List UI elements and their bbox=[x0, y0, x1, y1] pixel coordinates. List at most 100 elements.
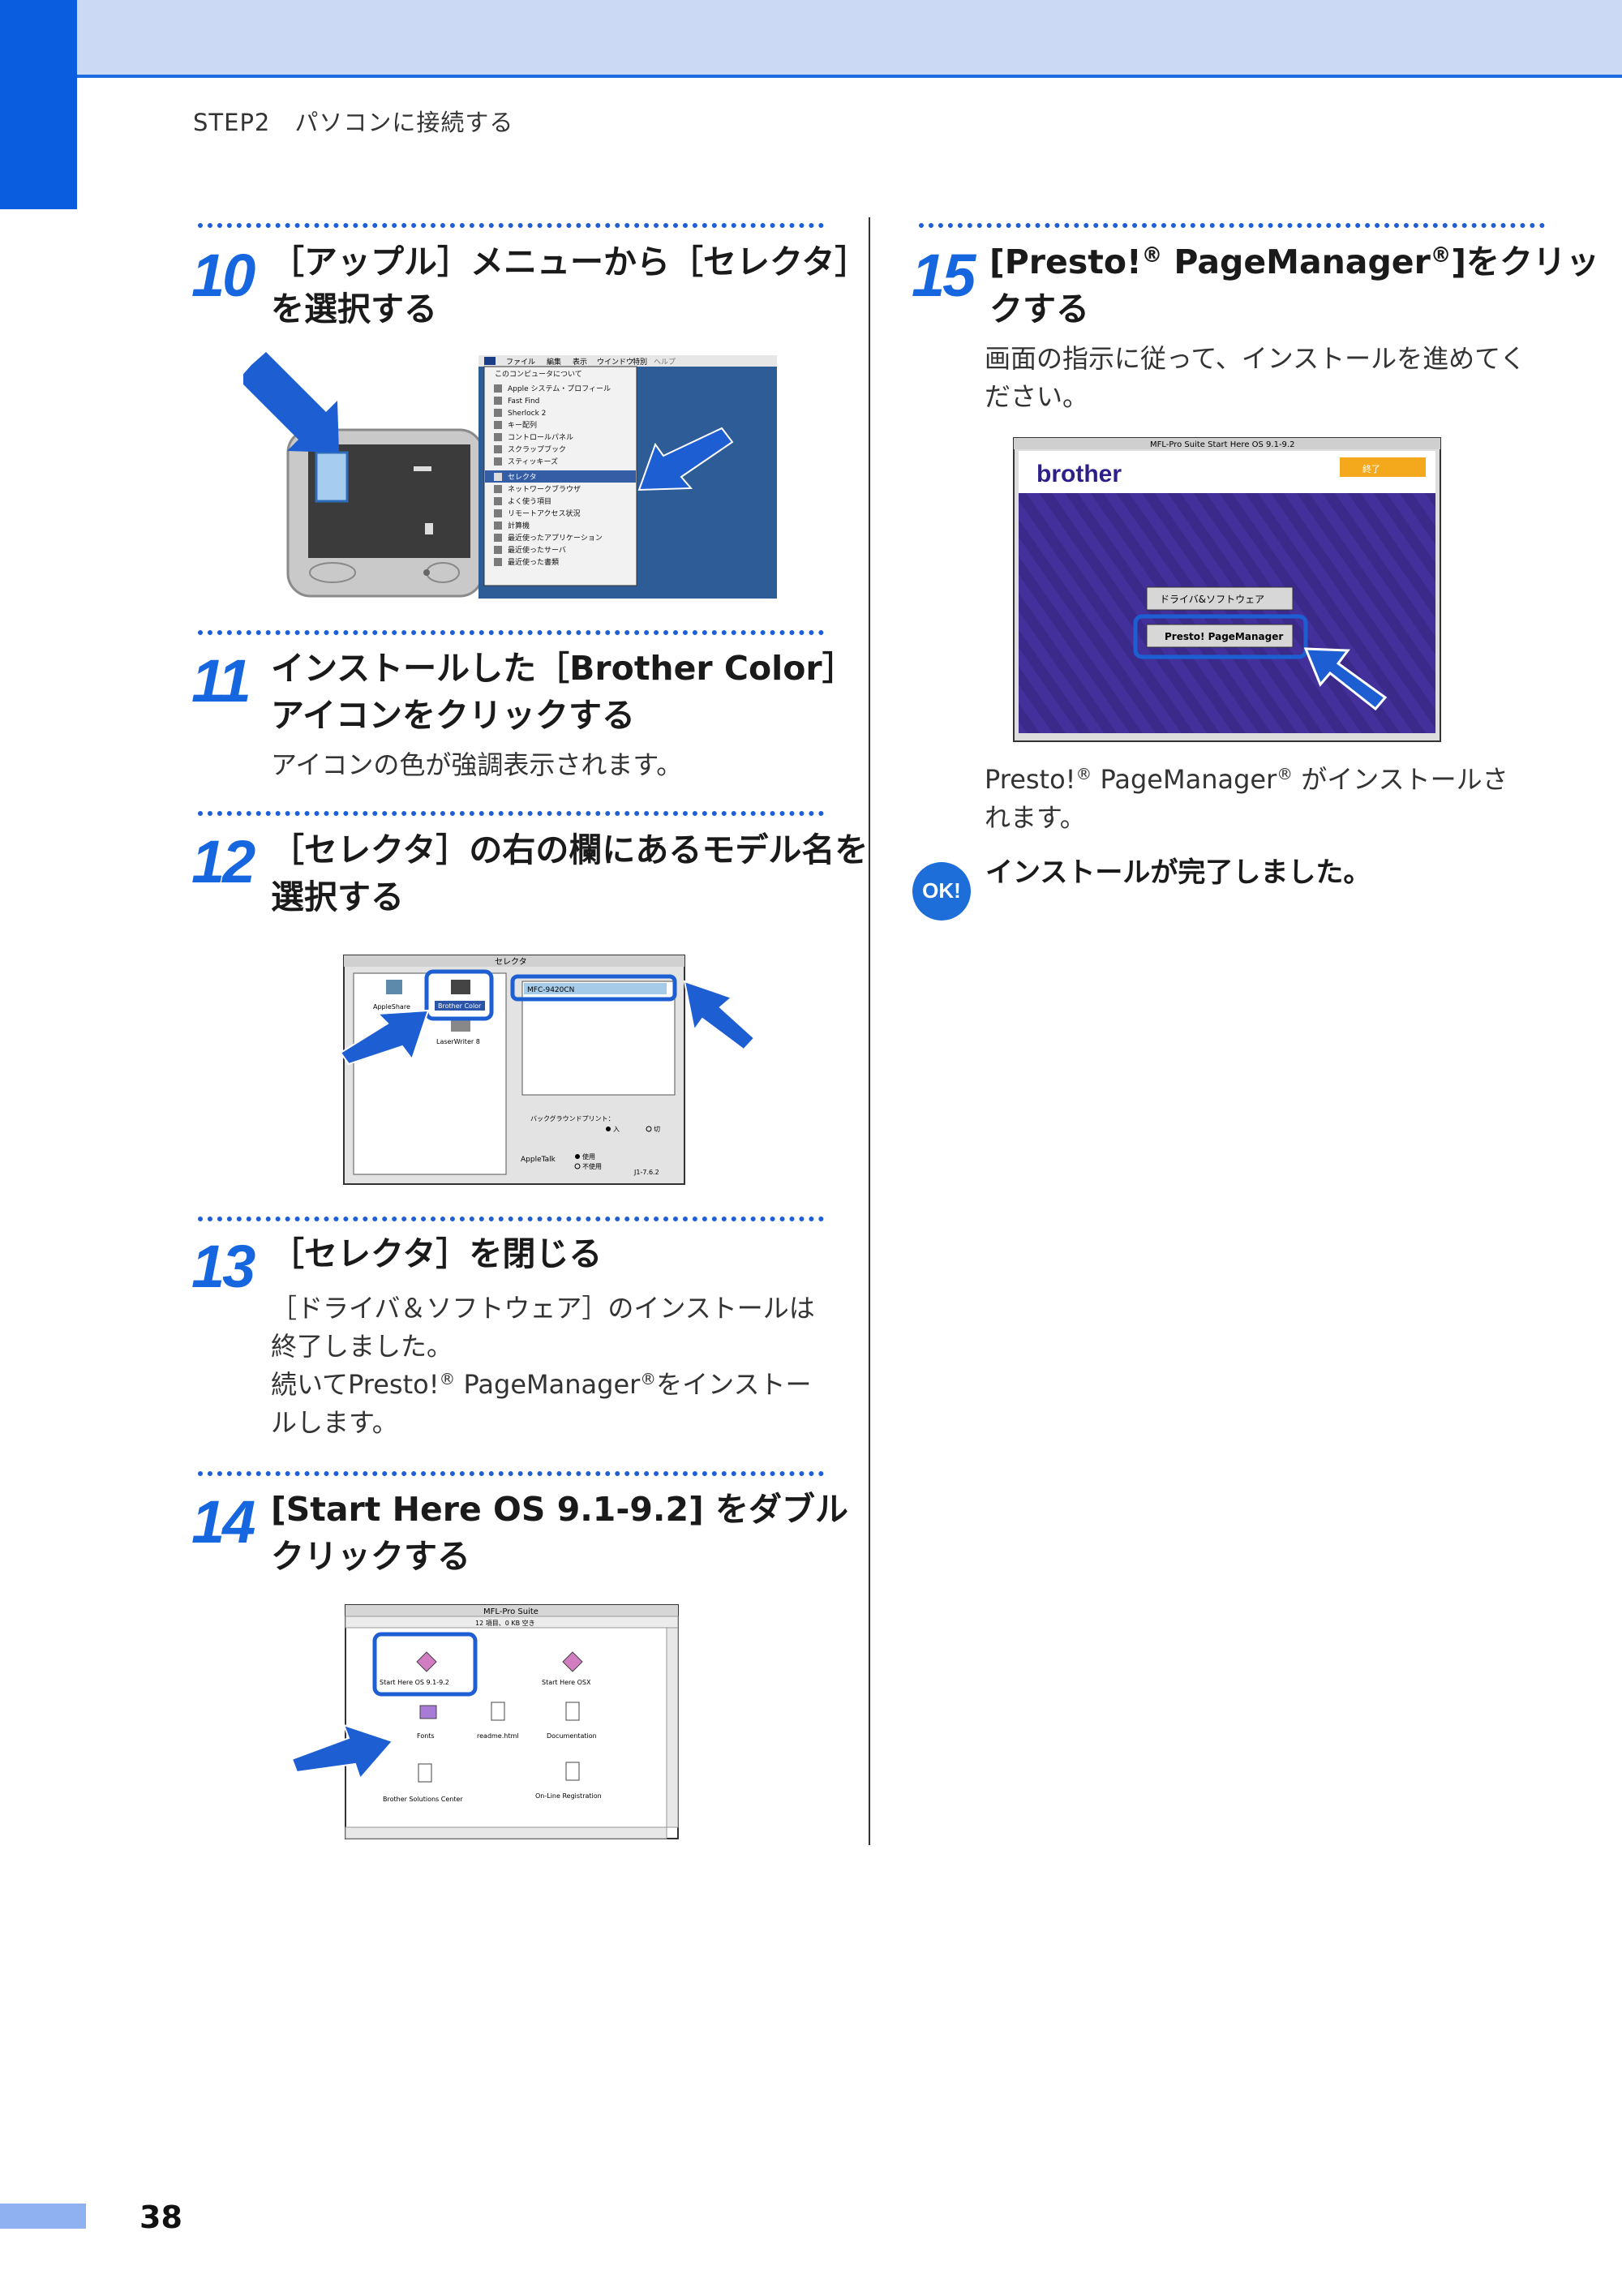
column-divider bbox=[869, 217, 870, 1845]
appletalk-on: 使用 bbox=[582, 1152, 595, 1161]
menu-item: Sherlock 2 bbox=[508, 410, 546, 418]
radio-off: 切 bbox=[654, 1126, 660, 1133]
file-label: Fonts bbox=[417, 1732, 435, 1740]
menu-item: Fast Find bbox=[508, 397, 539, 406]
menubar-labels: ファイル 編集 表示 ウインドウ 特別 ヘルプ bbox=[506, 357, 676, 367]
background-print-label: バックグラウンドプリント： bbox=[530, 1114, 615, 1122]
step-note: Presto!® PageManager® がインストールさ れます。 bbox=[985, 761, 1508, 837]
step-title-line: 選択する bbox=[271, 878, 404, 916]
step-number: 13 bbox=[191, 1233, 255, 1300]
header-band bbox=[0, 0, 1622, 75]
menu-item: リモートアクセス状況 bbox=[508, 509, 581, 518]
menu-title: ファイル bbox=[506, 358, 535, 367]
driver-software-button: ドライバ&ソフトウェア bbox=[1160, 594, 1264, 605]
step-title: [Presto!® PageManager®]をクリッ クする bbox=[989, 238, 1599, 333]
menu-item: スクラップブック bbox=[508, 444, 566, 454]
menu-item: Apple システム・プロフィール bbox=[508, 384, 611, 393]
step-separator bbox=[198, 1217, 824, 1221]
step-title: ［アップル］メニューから［セレクタ］ を選択する bbox=[271, 238, 868, 333]
presto-button: Presto! PageManager bbox=[1165, 631, 1283, 642]
apple-menu-screenshot: ファイル 編集 表示 ウインドウ 特別 ヘルプ このコンピュータについて App… bbox=[243, 352, 777, 599]
file-label: Start Here OSX bbox=[542, 1679, 591, 1686]
step-title: インストールした［Brother Color］ アイコンをクリックする bbox=[271, 645, 856, 739]
body-line: ルします。 bbox=[271, 1407, 398, 1438]
file-label: Brother Solutions Center bbox=[383, 1796, 463, 1803]
step-title: [Start Here OS 9.1-9.2] をダブル クリックする bbox=[271, 1486, 848, 1580]
section-tab bbox=[0, 0, 77, 209]
step-number: 14 bbox=[191, 1488, 255, 1556]
menu-item: よく使う項目 bbox=[508, 496, 551, 506]
menu-title: 表示 bbox=[573, 357, 587, 367]
step-number: 12 bbox=[191, 828, 255, 895]
body-line: 画面の指示に従って、インストールを進めてく bbox=[985, 343, 1526, 374]
step-title: ［セレクタ］を閉じる bbox=[271, 1234, 603, 1273]
step-title-line: ［セレクタ］の右の欄にあるモデル名を bbox=[271, 830, 869, 869]
menu-item: スティッキーズ bbox=[508, 457, 558, 466]
step-title-line: [Presto!® PageManager®]をクリッ bbox=[989, 242, 1599, 281]
menu-item: キー配列 bbox=[508, 420, 537, 430]
header-rule bbox=[0, 75, 1622, 78]
appletalk-label: AppleTalk bbox=[521, 1156, 556, 1164]
exit-button: 終了 bbox=[1362, 463, 1380, 474]
model-name: MFC-9420CN bbox=[527, 986, 574, 994]
body-line: ださい。 bbox=[985, 381, 1089, 412]
installer-screenshot: MFL-Pro Suite Start Here OS 9.1-9.2 brot… bbox=[1013, 437, 1441, 742]
icon-label-selected: Brother Color bbox=[438, 1002, 482, 1010]
menu-title: 特別 bbox=[633, 357, 647, 367]
step-title-line: [Start Here OS 9.1-9.2] をダブル bbox=[271, 1490, 848, 1529]
file-label: Start Here OS 9.1-9.2 bbox=[380, 1679, 449, 1686]
step-body: 画面の指示に従って、インストールを進めてく ださい。 bbox=[985, 340, 1525, 416]
appletalk-off: 不使用 bbox=[582, 1162, 602, 1170]
brother-logo: brother bbox=[1036, 461, 1122, 487]
window-title: MFL-Pro Suite bbox=[483, 1607, 539, 1616]
step-title-line: アイコンをクリックする bbox=[271, 696, 635, 735]
radio-on: 入 bbox=[613, 1126, 620, 1133]
step-title-line: クする bbox=[989, 290, 1089, 328]
window-title: セレクタ bbox=[495, 957, 527, 967]
menu-title: ヘルプ bbox=[654, 358, 676, 367]
step-number: 10 bbox=[191, 242, 255, 309]
step-title-line: クリックする bbox=[271, 1537, 470, 1576]
step-body: ［ドライバ＆ソフトウェア］のインストールは 終了しました。 続いてPresto!… bbox=[271, 1290, 815, 1442]
menu-item-selected: セレクタ bbox=[508, 473, 537, 482]
body-line: れます。 bbox=[985, 802, 1086, 833]
folder-info: 12 項目、0 KB 空き bbox=[475, 1619, 535, 1627]
menu-title: 編集 bbox=[547, 357, 561, 367]
menu-item: このコンピュータについて bbox=[495, 370, 582, 379]
chooser-screenshot: セレクタ AppleShare Brother Color LaserWrite… bbox=[341, 955, 756, 1185]
menu-item: 最近使ったサーバ bbox=[508, 545, 566, 555]
step-title-line: インストールした［Brother Color］ bbox=[271, 649, 856, 688]
body-line: ［ドライバ＆ソフトウェア］のインストールは bbox=[271, 1293, 815, 1324]
page-number: 38 bbox=[139, 2199, 182, 2235]
icon-label: LaserWriter 8 bbox=[436, 1038, 480, 1045]
step-title: ［セレクタ］の右の欄にあるモデル名を 選択する bbox=[271, 826, 868, 921]
icon-label: AppleShare bbox=[373, 1003, 410, 1011]
file-label: On-Line Registration bbox=[535, 1792, 602, 1800]
file-label: readme.html bbox=[477, 1732, 519, 1740]
body-line: Presto!® PageManager® がインストールさ bbox=[985, 764, 1508, 795]
version: J1-7.6.2 bbox=[633, 1169, 659, 1176]
menu-item: ネットワークブラウザ bbox=[508, 484, 581, 494]
step-separator bbox=[919, 223, 1545, 228]
menu-item: 最近使った書類 bbox=[508, 557, 559, 567]
menu-item: 最近使ったアプリケーション bbox=[508, 533, 603, 543]
page-number-bar bbox=[0, 2204, 86, 2229]
completion-message: インストールが完了しました。 bbox=[985, 856, 1371, 889]
menu-title: ウインドウ bbox=[597, 358, 633, 367]
body-line: 終了しました。 bbox=[271, 1331, 453, 1362]
apple-menu-items: このコンピュータについて Apple システム・プロフィール Fast Find… bbox=[495, 370, 611, 567]
menu-item: コントロールパネル bbox=[508, 433, 573, 442]
menu-item: 計算機 bbox=[508, 521, 530, 530]
file-label: Documentation bbox=[547, 1732, 597, 1740]
window-title: MFL-Pro Suite Start Here OS 9.1-9.2 bbox=[1150, 440, 1294, 449]
body-line: 続いてPresto!® PageManager®をインストー bbox=[271, 1369, 812, 1400]
step-separator bbox=[198, 811, 824, 816]
running-header: STEP2 パソコンに接続する bbox=[193, 109, 514, 136]
step-separator bbox=[198, 1471, 824, 1476]
step-body: アイコンの色が強調表示されます。 bbox=[271, 749, 683, 780]
step-separator bbox=[198, 223, 824, 228]
folder-screenshot: MFL-Pro Suite 12 項目、0 KB 空き Start Here O… bbox=[292, 1604, 679, 1839]
step-separator bbox=[198, 630, 824, 635]
step-number: 11 bbox=[191, 647, 251, 715]
menu-item-icons bbox=[494, 384, 502, 566]
